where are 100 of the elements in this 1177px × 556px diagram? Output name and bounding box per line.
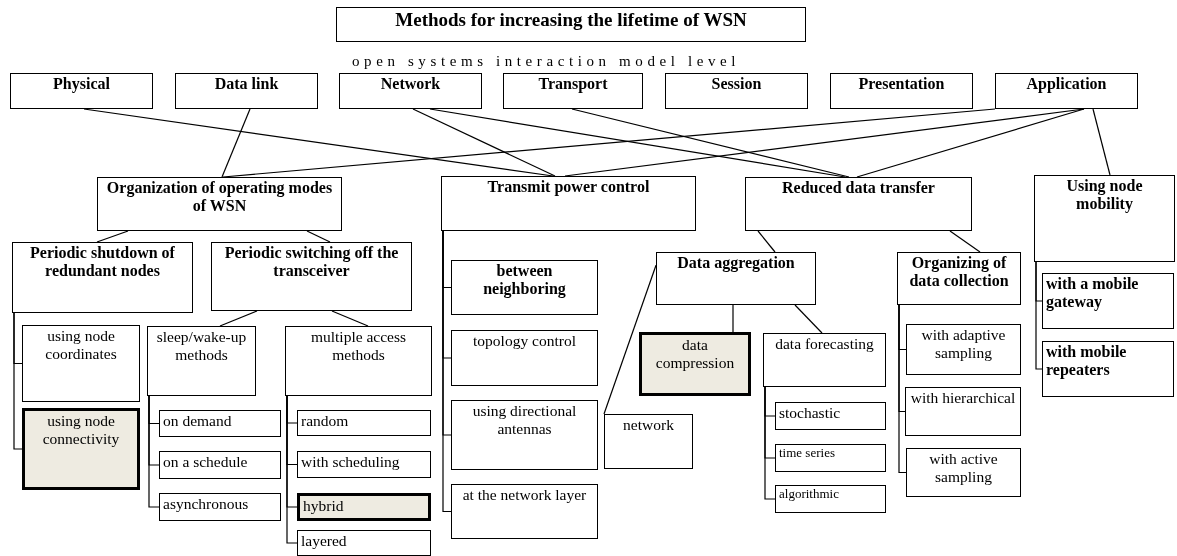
box-label: Organizing of data collection [908,254,1010,291]
connector-line [732,304,734,333]
box-label: random [301,412,349,430]
box-label: with mobile repeaters [1046,343,1128,380]
category-box [441,176,696,231]
category-box [297,493,431,521]
box-label: Data link [214,75,279,94]
connector-line [794,304,823,334]
connector-line [219,310,258,327]
box-label: on demand [163,412,232,430]
box-label: with scheduling [301,453,400,471]
category-box [159,410,281,437]
box-label: Reduced data transfer [782,179,935,198]
box-label: data compression [654,336,736,372]
box-label: sleep/wake-up methods [155,328,248,364]
category-box [906,324,1021,375]
category-box [656,252,816,305]
category-box [175,73,318,109]
box-label: between neighboring [482,262,567,299]
category-box [1042,341,1174,397]
box-label: Transport [538,75,608,94]
box-label: Presentation [858,75,945,94]
box-label: Periodic shutdown of redundant nodes [29,244,176,281]
connector-line [286,395,298,544]
category-box [775,485,886,513]
box-label: with a mobile gateway [1046,275,1140,312]
category-box [147,326,256,396]
section-heading: open systems interaction model level [352,53,741,70]
category-box [12,242,193,313]
category-box [763,333,886,387]
box-label: Using node mobility [1065,177,1144,214]
category-box [451,484,598,539]
box-label: at the network layer [462,486,587,504]
box-label: asynchronous [163,495,249,513]
category-box [995,73,1138,109]
category-box [22,408,140,490]
connector-line [764,386,776,500]
category-box [297,530,431,556]
category-box [297,410,431,436]
box-label: Periodic switching off the transceiver [223,244,400,281]
category-box [775,444,886,472]
category-box [665,73,808,109]
category-box [339,73,482,109]
box-label: Network [380,75,441,94]
box-label: with hierarchical [910,389,1016,407]
category-box [503,73,643,109]
box-label: Data aggregation [677,254,795,273]
box-label: topology control [473,332,576,350]
connector-line [412,108,556,177]
category-box [897,252,1021,305]
connector-line [949,230,981,253]
connector-line [331,310,369,327]
box-label: multiple access methods [309,328,408,364]
category-box [451,330,598,386]
category-box [159,451,281,479]
category-box [285,326,432,396]
category-box [451,400,598,470]
connector-line [757,230,776,253]
box-label: Transmit power control [487,178,650,197]
category-box [906,448,1021,497]
category-box [22,325,140,402]
connector-line [442,230,452,513]
connector-line [221,108,251,178]
category-box [159,493,281,521]
category-box [97,177,342,231]
box-label: stochastic [779,404,841,422]
category-box [830,73,973,109]
category-box [1034,175,1175,262]
box-label: hybrid [303,497,344,515]
connector-line [898,304,907,474]
box-label: Physical [53,75,110,94]
connector-line [856,108,1085,178]
box-label: network [623,416,674,434]
category-box [211,242,412,311]
connector-line [306,230,331,243]
category-box [775,402,886,430]
connector-line [96,230,129,243]
box-label: Organization of operating modes of WSN [105,179,334,216]
connector-line [13,312,23,450]
box-label: data forecasting [775,335,874,353]
category-box [10,73,153,109]
category-box [451,260,598,315]
box-label: with active sampling [928,450,999,486]
box-label: using node coordinates [44,327,118,363]
title-text: Methods for increasing the lifetime of WSN [395,9,747,31]
box-label: Application [1026,75,1107,94]
connector-line [148,395,160,508]
connector-line [1035,261,1043,370]
box-label: with adaptive sampling [920,326,1007,362]
category-box [1042,273,1174,329]
title-box [336,7,806,42]
box-label: time series [779,446,835,461]
box-label: on a schedule [163,453,248,471]
box-label: Session [711,75,762,94]
connector-line [1092,108,1111,176]
box-label: layered [301,532,347,550]
connector-line [571,108,850,178]
box-label: using node connectivity [41,412,121,448]
category-box [604,414,693,469]
category-box [297,451,431,478]
